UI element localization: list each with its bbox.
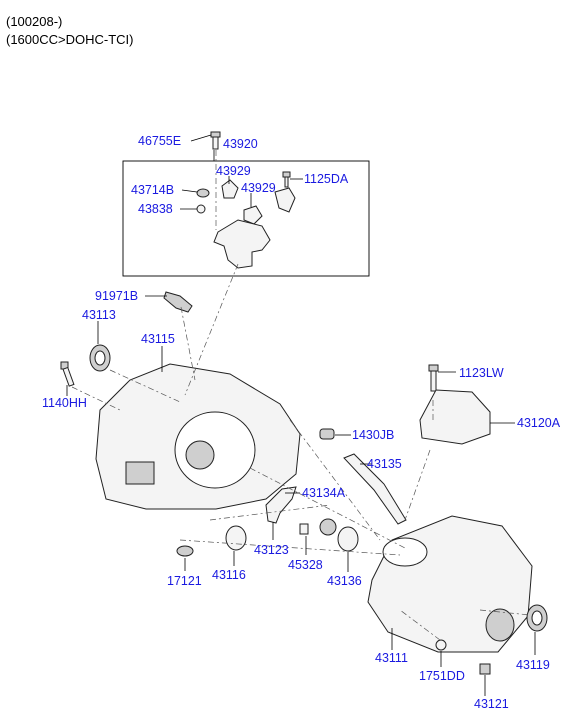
washer-43136[interactable] <box>337 526 359 552</box>
bolt-1125da[interactable] <box>274 171 296 213</box>
ring-1751dd[interactable] <box>435 639 447 651</box>
bolt-1140hh[interactable] <box>60 361 75 387</box>
callout-43838[interactable]: 43838 <box>138 202 173 216</box>
mount-43120a[interactable] <box>419 389 491 445</box>
seal-43134a[interactable] <box>319 518 337 536</box>
callout-43929-a[interactable]: 43929 <box>216 164 251 178</box>
bracket-43920[interactable] <box>213 219 271 269</box>
callout-1125da[interactable]: 1125DA <box>304 172 349 186</box>
pin-1430jb[interactable] <box>319 428 335 440</box>
callout-43135[interactable]: 43135 <box>367 457 402 471</box>
clip-43929-a[interactable] <box>221 179 239 199</box>
callout-1140hh[interactable]: 1140HH <box>42 396 87 410</box>
callout-43113[interactable]: 43113 <box>82 308 116 322</box>
header-date-range: (100208-) <box>6 14 63 29</box>
callout-43121[interactable]: 43121 <box>474 697 509 711</box>
callout-43115[interactable]: 43115 <box>141 332 175 346</box>
callout-43120a[interactable]: 43120A <box>517 416 561 430</box>
callout-43111[interactable]: 43111 <box>375 651 408 665</box>
rod-43135[interactable] <box>343 453 407 525</box>
callout-1430jb[interactable]: 1430JB <box>352 428 395 442</box>
nut-43714b[interactable] <box>196 188 210 198</box>
bracket-43123[interactable] <box>265 486 297 524</box>
callout-43136[interactable]: 43136 <box>327 574 362 588</box>
bracket-group-box <box>122 160 370 277</box>
plug-43121[interactable] <box>479 663 491 675</box>
callout-45328[interactable]: 45328 <box>288 558 323 572</box>
header-engine-spec: (1600CC>DOHC-TCI) <box>6 32 134 47</box>
callout-43134a[interactable]: 43134A <box>302 486 346 500</box>
callout-43714b[interactable]: 43714B <box>131 183 175 197</box>
callout-46755e[interactable]: 46755E <box>138 134 182 148</box>
callout-43116[interactable]: 43116 <box>212 568 246 582</box>
clip-43929-b[interactable] <box>243 205 263 225</box>
callout-43929-b[interactable]: 43929 <box>241 181 276 195</box>
part-43838[interactable] <box>196 204 206 214</box>
bolt-1123lw[interactable] <box>428 364 439 392</box>
pin-45328[interactable] <box>299 523 309 535</box>
callout-43119[interactable]: 43119 <box>516 658 550 672</box>
callout-17121[interactable]: 17121 <box>167 574 202 588</box>
bracket-91971b[interactable] <box>163 291 193 313</box>
callout-43123[interactable]: 43123 <box>254 543 289 557</box>
washer-43116[interactable] <box>225 525 247 551</box>
callout-43920[interactable]: 43920 <box>223 137 258 151</box>
ring-17121[interactable] <box>176 545 194 557</box>
bolt-46755e[interactable] <box>210 131 221 150</box>
callout-1751dd[interactable]: 1751DD <box>419 669 465 683</box>
callout-1123lw[interactable]: 1123LW <box>459 366 504 380</box>
callout-91971b[interactable]: 91971B <box>95 289 139 303</box>
